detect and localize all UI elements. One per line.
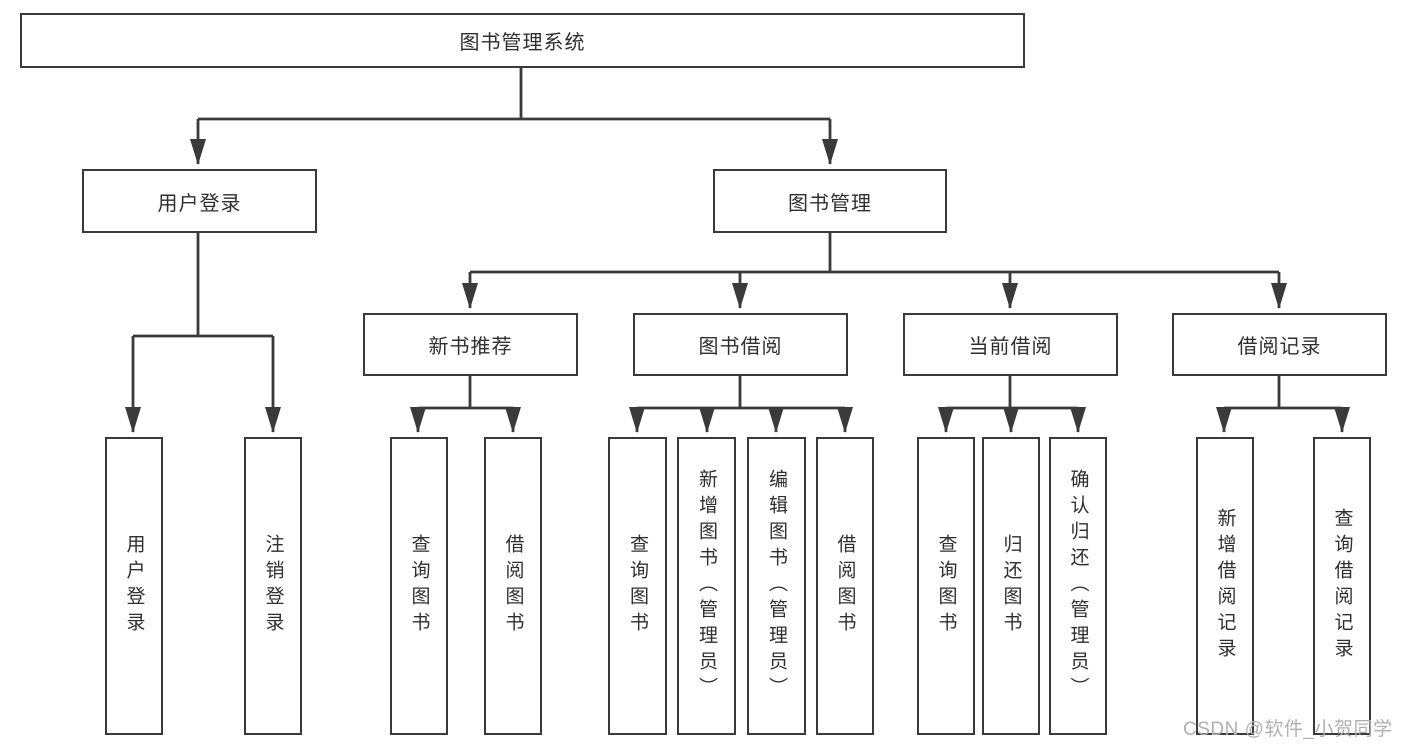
node-logout: 注销登录 — [244, 437, 302, 735]
node-new-book-recommend: 新书推荐 — [363, 313, 578, 376]
node-library-system: 图书管理系统 — [20, 13, 1025, 68]
node-query-books-borrowing: 查询图书 — [608, 437, 667, 735]
node-add-book-admin: 新增图书（管理员） — [677, 437, 736, 735]
node-user-login: 用户登录 — [105, 437, 163, 735]
node-add-borrow-record: 新增借阅记录 — [1196, 437, 1254, 735]
node-borrow-books: 借阅图书 — [816, 437, 874, 735]
node-confirm-return-admin: 确认归还（管理员） — [1049, 437, 1107, 735]
node-borrow-records: 借阅记录 — [1172, 313, 1387, 376]
node-borrow-books-recommend: 借阅图书 — [484, 437, 542, 735]
node-book-borrowing: 图书借阅 — [633, 313, 848, 376]
node-edit-book-admin: 编辑图书（管理员） — [747, 437, 806, 735]
node-book-management: 图书管理 — [713, 169, 947, 233]
node-query-borrow-record: 查询借阅记录 — [1313, 437, 1371, 735]
csdn-watermark: CSDN @软件_小贺同学 — [1183, 719, 1393, 740]
node-return-books: 归还图书 — [982, 437, 1040, 735]
node-current-borrowing: 当前借阅 — [903, 313, 1118, 376]
node-query-books-current: 查询图书 — [917, 437, 975, 735]
node-query-books-recommend: 查询图书 — [390, 437, 448, 735]
node-user-login-module: 用户登录 — [82, 169, 317, 233]
